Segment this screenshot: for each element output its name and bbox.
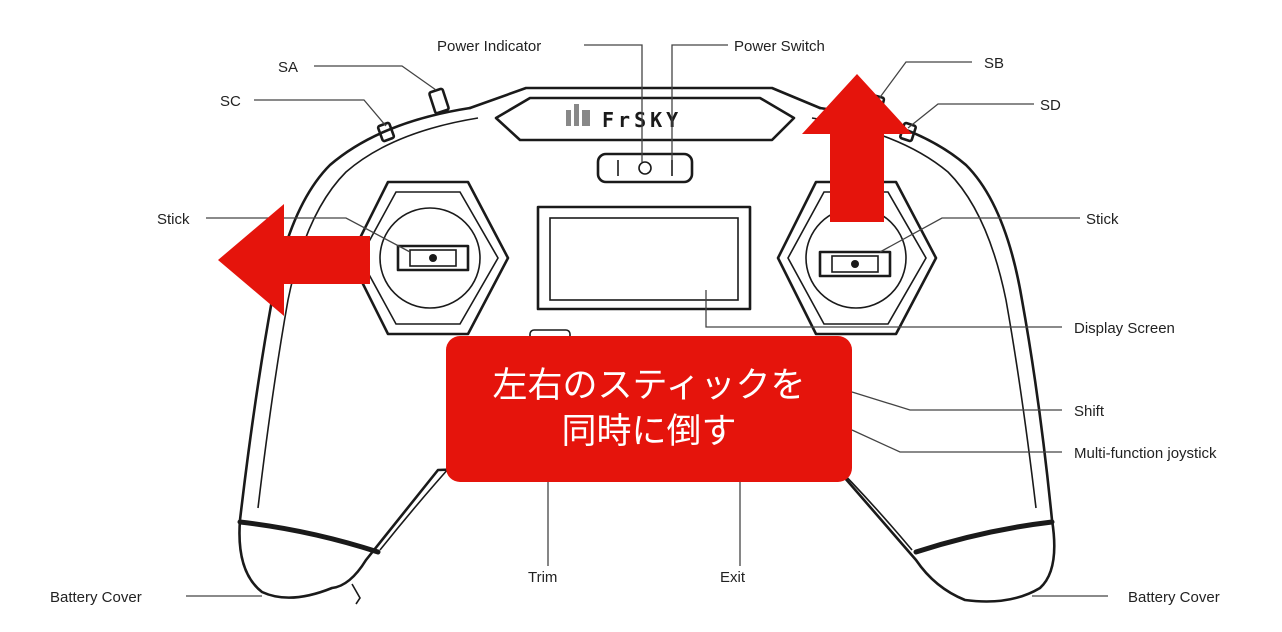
right-stick-gimbal	[776, 180, 938, 336]
power-switch-housing	[596, 152, 694, 184]
label-display-screen: Display Screen	[1074, 320, 1175, 337]
left-arrow-icon	[218, 204, 370, 316]
frsky-logo: FrSKY	[566, 104, 682, 132]
label-battery-cover-left: Battery Cover	[50, 589, 142, 606]
logo-text: FrSKY	[602, 108, 682, 132]
leader-lines	[186, 44, 1108, 597]
label-sc: SC	[220, 93, 241, 110]
callout-line-1: 左右のスティックを	[492, 366, 806, 406]
up-arrow-icon	[802, 74, 912, 222]
labels: Power Indicator Power Switch SA SC SB SD…	[50, 38, 1220, 606]
label-sd: SD	[1040, 97, 1061, 114]
label-sa: SA	[278, 59, 298, 76]
label-power-switch: Power Switch	[734, 38, 825, 55]
display-screen	[536, 205, 752, 311]
label-trim: Trim	[528, 569, 557, 586]
label-power-indicator: Power Indicator	[437, 38, 541, 55]
sc-switch	[376, 121, 396, 143]
callout-box: 左右のスティックを 同時に倒す	[446, 336, 852, 482]
label-shift: Shift	[1074, 403, 1105, 420]
sa-switch	[428, 87, 450, 115]
label-stick-left: Stick	[157, 211, 190, 228]
left-stick-gimbal	[348, 180, 510, 336]
label-stick-right: Stick	[1086, 211, 1119, 228]
label-battery-cover-right: Battery Cover	[1128, 589, 1220, 606]
callout-line-2: 同時に倒す	[561, 412, 737, 452]
label-sb: SB	[984, 55, 1004, 72]
label-multi-function-joystick: Multi-function joystick	[1074, 445, 1217, 462]
label-exit: Exit	[720, 569, 746, 586]
